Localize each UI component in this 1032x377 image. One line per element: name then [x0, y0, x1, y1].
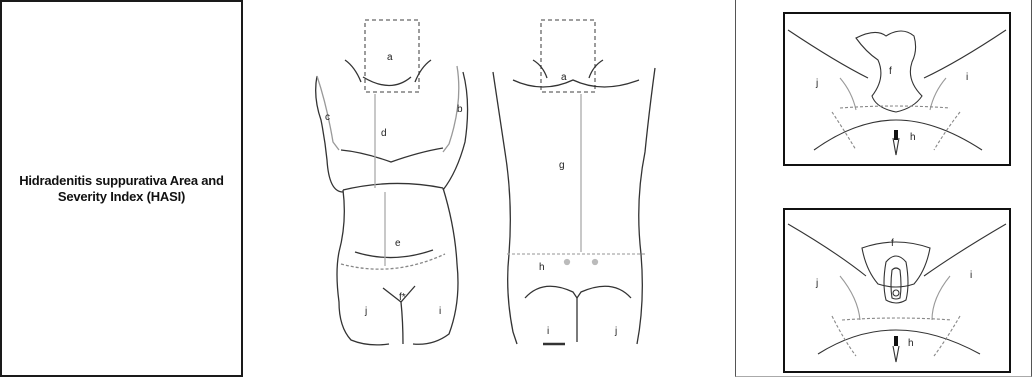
back-neck-left	[533, 60, 547, 78]
front-label-e: e	[395, 238, 401, 249]
groin-diagram: j f i h	[784, 13, 1010, 165]
groin-label-i: i	[966, 72, 968, 83]
back-label-g: g	[559, 160, 565, 171]
back-buttocks	[525, 286, 631, 298]
regions-cell: j f i h	[735, 0, 1032, 377]
groin-diagram-frame	[784, 13, 1010, 165]
back-neck-right	[589, 60, 603, 78]
perineum-label-h: h	[908, 338, 914, 349]
front-neck-right	[415, 60, 431, 82]
front-label-j: j	[364, 306, 367, 317]
groin-label-j: j	[815, 78, 818, 89]
perineum-label-f: f	[891, 238, 894, 249]
front-lower-abdomen	[355, 250, 433, 258]
front-right-leg	[413, 188, 458, 344]
front-left-side	[316, 76, 343, 192]
front-label-d: d	[381, 128, 387, 139]
front-label-c: c	[325, 112, 330, 123]
front-label-a: a	[387, 52, 393, 63]
back-body-figure	[493, 20, 655, 344]
front-leg-split	[401, 302, 403, 344]
perineum-diagram: j f i h	[784, 209, 1010, 372]
front-label-b: b	[457, 104, 463, 115]
back-left-side	[493, 72, 517, 344]
back-label-i: i	[547, 326, 549, 337]
front-label-f-star: f*	[399, 292, 406, 303]
title-cell: Hidradenitis suppurativa Area and Severi…	[0, 0, 243, 377]
perineum-label-j: j	[815, 278, 818, 289]
front-waist	[343, 183, 443, 190]
front-body-figure	[316, 20, 468, 345]
front-label-i: i	[439, 306, 441, 317]
table-title: Hidradenitis suppurativa Area and Severi…	[9, 173, 234, 205]
body-diagrams: a b c d e f* j i a g h i j	[243, 2, 735, 375]
perineum-label-i: i	[970, 270, 972, 281]
front-collarbone	[363, 77, 411, 86]
groin-label-h: h	[910, 132, 916, 143]
back-label-j: j	[614, 326, 617, 337]
back-label-h: h	[539, 262, 545, 273]
regional-diagrams: j f i h	[736, 0, 1032, 377]
back-head-region	[541, 20, 595, 92]
front-right-side	[443, 72, 468, 190]
back-label-a: a	[561, 72, 567, 83]
back-right-side	[637, 68, 655, 344]
body-diagrams-cell: a b c d e f* j i a g h i j	[243, 2, 735, 375]
front-groin-dashed	[341, 254, 445, 269]
groin-label-f: f	[889, 66, 892, 77]
back-shoulders	[513, 80, 639, 87]
front-left-leg	[337, 190, 389, 345]
front-chest-line	[341, 148, 443, 162]
front-neck-left	[345, 60, 361, 82]
